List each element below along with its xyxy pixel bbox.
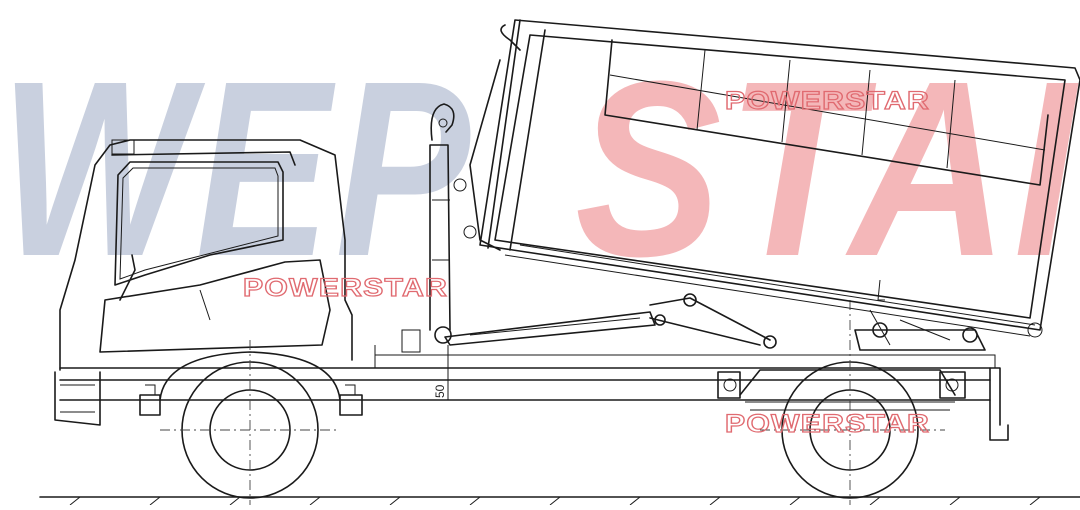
ground-hatch-mark: [389, 496, 401, 506]
brand-label-cab: POWERSTAR: [243, 274, 448, 302]
roll-off-container: [469, 19, 1080, 338]
hydraulic-cylinder: [444, 293, 777, 349]
ground-line: [39, 496, 1080, 506]
tipping-linkage: [854, 309, 986, 351]
ground-hatch-mark: [149, 496, 161, 506]
cab-window: [114, 161, 284, 286]
background-watermark: WEP STAI: [0, 29, 1080, 308]
cab: [54, 139, 353, 426]
front-wheel: [139, 340, 363, 505]
brand-labels: POWERSTAR POWERSTAR POWERSTAR: [242, 86, 930, 438]
dimension-value: 50: [433, 384, 447, 398]
ground-hatch-mark: [789, 496, 801, 506]
ground-hatch-mark: [469, 496, 481, 506]
watermark-text-right: STAI: [575, 29, 1080, 308]
ground-hatch-mark: [229, 496, 241, 506]
brand-label-container: POWERSTAR: [725, 87, 930, 115]
ground-hatch-mark: [309, 496, 321, 506]
ground-hatch-mark: [709, 496, 721, 506]
roof-marker: [111, 139, 135, 155]
ground-hatch-mark: [629, 496, 641, 506]
ground-hatch-mark: [869, 496, 881, 506]
hook-arm: [429, 103, 477, 344]
ground-hatch-mark: [69, 496, 81, 506]
ground-hatch-mark: [1029, 496, 1041, 506]
rear-wheel: [717, 300, 966, 505]
brand-label-rear-wheel: POWERSTAR: [725, 410, 930, 438]
cab-door: [99, 259, 331, 353]
ground-hatch-mark: [549, 496, 561, 506]
ground-hatch-mark: [949, 496, 961, 506]
chassis-frame: [59, 329, 1009, 441]
dimension-mark: 50: [433, 345, 449, 400]
